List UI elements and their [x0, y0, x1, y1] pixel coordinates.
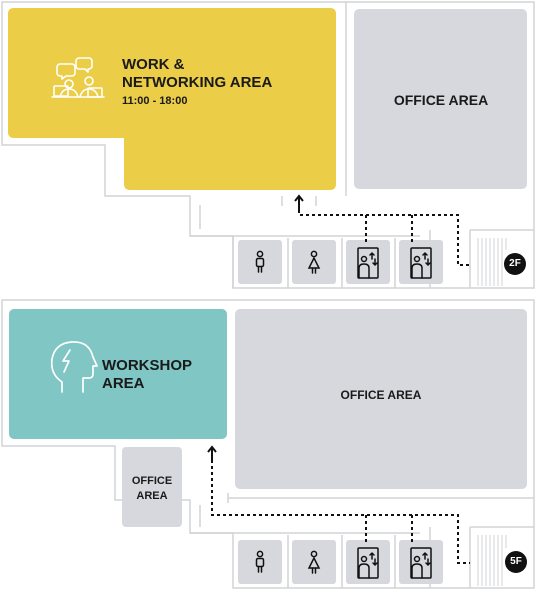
restroom-female-tile-2f[interactable]	[292, 240, 336, 284]
workshop-area-title: WORKSHOP AREA	[102, 357, 222, 393]
small-office-label-line1: OFFICE	[131, 475, 173, 487]
floor-badge-2f: 2F	[504, 253, 526, 275]
elevator-tile-2f-a[interactable]	[346, 240, 390, 284]
head-lightning-icon	[50, 341, 98, 393]
small-office-label-line2: AREA	[136, 490, 168, 502]
elevator-tile-2f-b[interactable]	[399, 240, 443, 284]
small-office-area-label: OFFICE AREA	[122, 474, 182, 504]
people-chat-laptop-icon	[51, 57, 105, 98]
female-restroom-icon	[307, 250, 321, 274]
route-path-2f	[298, 210, 470, 266]
office-area-room-5f[interactable]	[235, 309, 527, 489]
male-restroom-icon	[255, 250, 265, 273]
office-area-label-5f: OFFICE AREA	[340, 388, 422, 402]
route-path-5f	[211, 460, 470, 564]
restroom-female-tile-5f[interactable]	[292, 540, 336, 584]
route-arrow-2f	[294, 194, 304, 210]
small-office-area-room-5f[interactable]	[122, 447, 182, 527]
restroom-male-tile-5f[interactable]	[238, 540, 282, 584]
office-area-label-2f: OFFICE AREA	[393, 92, 489, 108]
elevator-icon	[410, 547, 432, 579]
restroom-male-tile-2f[interactable]	[238, 240, 282, 284]
stairs-5f	[477, 535, 507, 586]
male-restroom-icon	[255, 550, 265, 573]
office-area-room-2f[interactable]	[354, 9, 527, 189]
workshop-title-line2: AREA	[102, 375, 145, 392]
workshop-title-line1: WORKSHOP	[102, 357, 192, 374]
work-networking-title-line2: NETWORKING AREA	[122, 74, 273, 91]
elevator-icon	[410, 247, 432, 279]
work-networking-area-room[interactable]	[8, 8, 336, 190]
floor-badge-5f: 5F	[505, 551, 527, 573]
female-restroom-icon	[307, 550, 321, 574]
route-arrow-5f	[207, 445, 217, 460]
elevator-tile-5f-a[interactable]	[346, 540, 390, 584]
workshop-area-room[interactable]	[9, 309, 227, 439]
work-networking-title-line1: WORK &	[122, 56, 185, 73]
elevator-icon	[357, 547, 379, 579]
work-networking-hours: 11:00 - 18:00	[122, 95, 188, 107]
stairs-2f	[477, 238, 507, 286]
work-networking-area-title: WORK & NETWORKING AREA	[122, 56, 312, 92]
elevator-tile-5f-b[interactable]	[399, 540, 443, 584]
elevator-icon	[357, 247, 379, 279]
